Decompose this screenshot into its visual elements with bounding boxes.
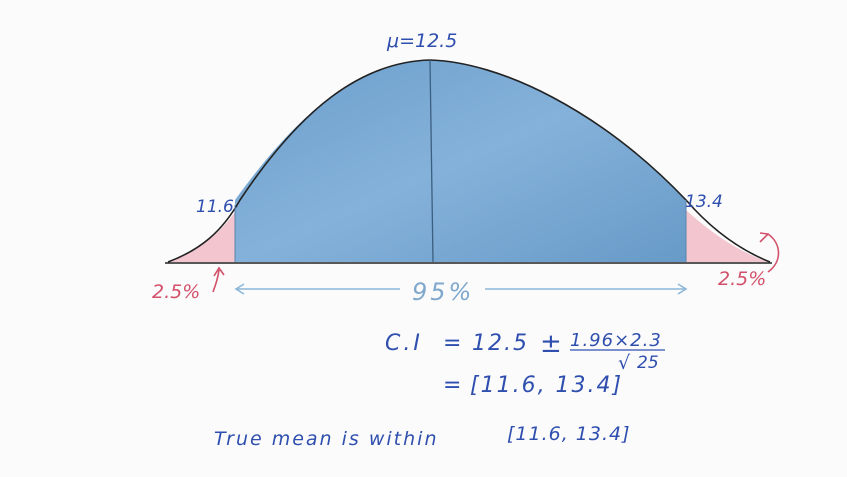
ci-term: 1.96×2.3 xyxy=(570,330,662,351)
mean-line xyxy=(429,59,434,263)
left-tail-fill xyxy=(168,212,235,262)
ci-sqrt-symbol: √ xyxy=(618,352,631,374)
ci-plusminus: ± xyxy=(540,329,562,359)
range-arrowhead-right xyxy=(677,283,688,295)
ci-lhs: C.I xyxy=(385,331,423,356)
ci-formula: C.I = 12.5 ± 1.96×2.3 √ 25 = [11.6, 13.4… xyxy=(385,329,665,398)
ci-result: [11.6, 13.4] xyxy=(470,373,623,398)
ci-equals: = xyxy=(443,331,461,356)
center-area-label: 95% xyxy=(412,278,474,306)
conclusion-prefix: True mean is within xyxy=(214,428,438,450)
ci-mean: 12.5 xyxy=(472,331,529,356)
center-area-fill xyxy=(235,60,686,262)
lower-bound-label: 11.6 xyxy=(196,197,234,217)
left-tail-arrow xyxy=(212,266,225,293)
ci-result-equals: = xyxy=(443,373,461,398)
right-tail-arrow xyxy=(759,232,780,273)
range-arrowhead-left xyxy=(234,283,245,295)
conclusion-interval: [11.6, 13.4] xyxy=(507,423,631,445)
ci-sqrt-arg: 25 xyxy=(637,353,659,373)
right-tail-fill xyxy=(686,210,768,262)
bell-curve xyxy=(167,59,771,263)
right-tail-label: 2.5% xyxy=(718,268,766,290)
left-tail-label: 2.5% xyxy=(152,281,200,303)
mean-label: μ=12.5 xyxy=(386,30,457,52)
upper-bound-label: 13.4 xyxy=(685,192,723,212)
